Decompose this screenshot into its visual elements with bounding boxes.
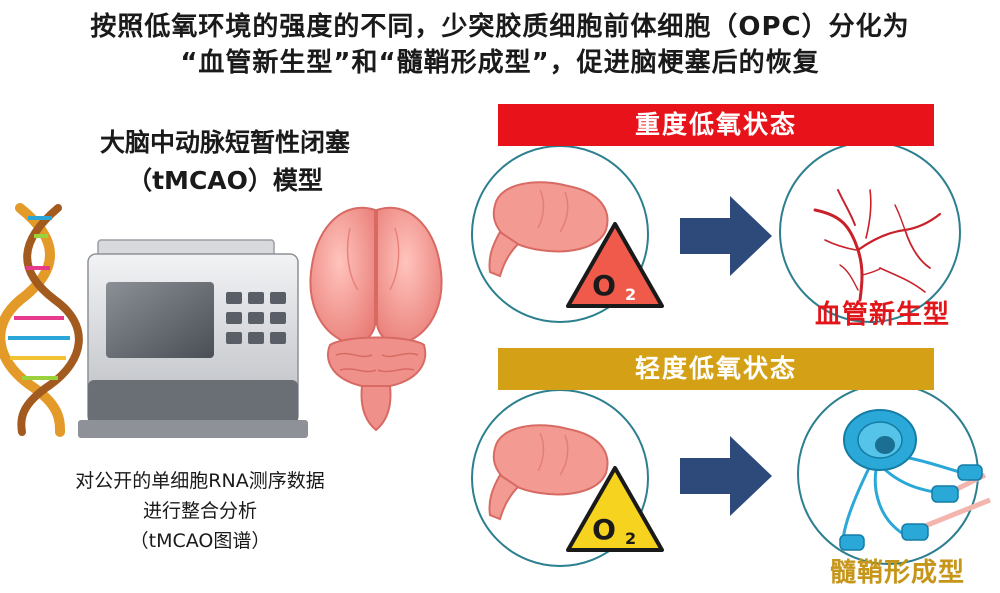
analysis-line-2: 进行整合分析 (142, 500, 257, 522)
oligodendrocyte-icon (839, 409, 991, 551)
model-title-line-1: 大脑中动脉短暂性闭塞 (99, 128, 350, 157)
brain-icon (488, 424, 609, 521)
o2-subscript: 2 (625, 285, 636, 304)
mild-hypoxia-banner: 轻度低氧状态 (498, 348, 934, 390)
analysis-line-1: 对公开的单细胞RNA测序数据 (75, 470, 325, 492)
header-line-2: “血管新生型”和“髓鞘形成型”，促进脑梗塞后的恢复 (180, 48, 820, 78)
o2-symbol: O (592, 269, 616, 302)
o2-symbol: O (592, 513, 616, 546)
angiogenic-type-label: 血管新生型 (815, 300, 951, 330)
sequencer-icon (78, 239, 308, 438)
warning-o2-icon: O 2 (566, 222, 664, 308)
blood-vessel-icon (813, 189, 942, 302)
dna-helix-icon (0, 203, 83, 437)
header-line-1: 按照低氧环境的强度的不同，少突胶质细胞前体细胞（OPC）分化为 (90, 12, 910, 42)
brain-icon (488, 181, 609, 278)
o2-subscript: 2 (625, 529, 636, 548)
model-title-line-2: （tMCAO）模型 (127, 166, 323, 195)
myelinating-type-label: 髓鞘形成型 (830, 558, 966, 588)
arrow-right-icon (680, 196, 772, 276)
warning-o2-icon: O 2 (566, 466, 664, 552)
arrow-right-icon (680, 436, 772, 516)
analysis-line-3: （tMCAO图谱） (129, 530, 271, 552)
severe-hypoxia-banner: 重度低氧状态 (498, 104, 934, 146)
brain-icon (309, 206, 443, 432)
